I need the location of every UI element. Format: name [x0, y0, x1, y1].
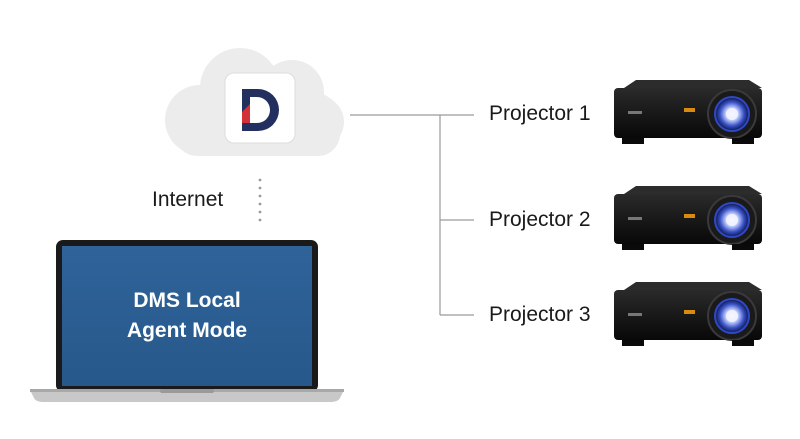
projector-1-label: Projector 1: [489, 102, 591, 125]
projector-2-icon: [614, 186, 762, 250]
projector-3-label: Projector 3: [489, 303, 591, 326]
connector-lines: [350, 114, 474, 316]
laptop-icon: [30, 240, 344, 402]
projector-2-label: Projector 2: [489, 208, 591, 231]
laptop-title-line1: DMS Local: [133, 289, 241, 312]
laptop-title-line2: Agent Mode: [126, 319, 248, 342]
dotted-link: [258, 178, 262, 222]
laptop-screen-text: DMS Local Agent Mode: [62, 246, 312, 386]
dms-logo-icon: [224, 72, 296, 144]
internet-label: Internet: [152, 188, 224, 211]
projector-3-icon: [614, 282, 762, 346]
projector-1-icon: [614, 80, 762, 144]
